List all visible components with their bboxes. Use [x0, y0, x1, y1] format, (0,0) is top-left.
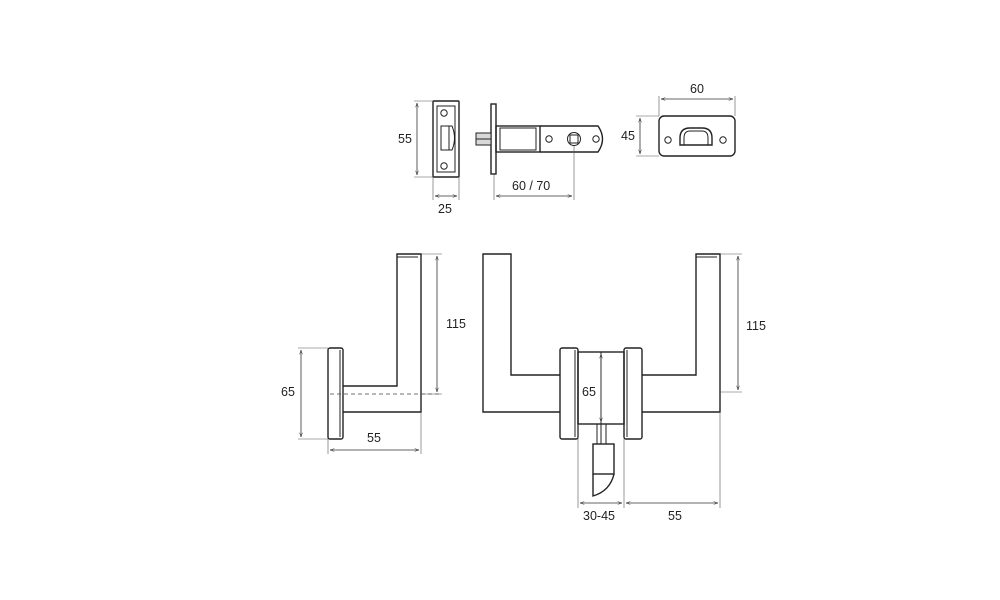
- strike-width-dimension: [658, 96, 736, 116]
- latch-face-height-dimension: [414, 100, 433, 178]
- latch-backset-dimension: [493, 146, 575, 200]
- strike-plate: [658, 115, 736, 157]
- latch-faceplate: [432, 100, 460, 178]
- strike-height-label: 45: [621, 129, 635, 143]
- lever-side-projection-dimension: [327, 412, 422, 454]
- lever-side-rose-dimension: [298, 347, 328, 440]
- lever-front-rose-label: 65: [582, 385, 596, 399]
- door-thickness-label: 30-45: [583, 509, 615, 523]
- latch-body: [475, 103, 604, 175]
- door-thickness-dimension: [577, 424, 625, 508]
- strike-height-dimension: [636, 115, 659, 157]
- lever-side-rose-label: 65: [281, 385, 295, 399]
- latch-backset-label: 60 / 70: [512, 179, 550, 193]
- strike-width-label: 60: [690, 82, 704, 96]
- lever-side-projection-label: 55: [367, 431, 381, 445]
- lever-side-height-label: 115: [446, 317, 466, 331]
- lever-front-height-dimension: [720, 253, 742, 393]
- lever-side-view: [327, 253, 440, 440]
- lever-side-height-dimension: [421, 253, 442, 395]
- lever-front-projection-label: 55: [668, 509, 682, 523]
- lever-front-view: [482, 253, 721, 497]
- lever-front-height-label: 115: [746, 319, 766, 333]
- latch-face-height-label: 55: [398, 132, 412, 146]
- latch-face-width-label: 25: [438, 202, 452, 216]
- lever-front-projection-dimension: [626, 412, 721, 508]
- latch-face-width-dimension: [432, 177, 460, 200]
